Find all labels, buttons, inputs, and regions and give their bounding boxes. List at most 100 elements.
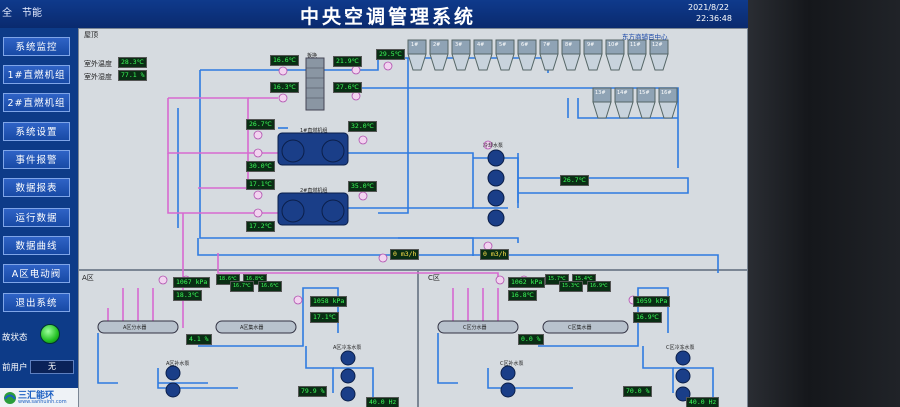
tower-label: 3# <box>455 42 463 48</box>
tower-label: 11# <box>630 42 641 48</box>
flow-rate-2: 0 m3/h <box>480 249 510 260</box>
tower-label: 12# <box>652 42 663 48</box>
zone-a-t2: 16.8℃ <box>243 274 267 285</box>
tower-temp-value: 29.5℃ <box>376 49 405 60</box>
exchanger-temp-right-1: 21.9℃ <box>333 56 362 67</box>
plate-exchanger-label: 板换 <box>307 53 318 59</box>
tower-label: 1# <box>411 42 419 48</box>
zone-c-region <box>418 270 748 407</box>
monitor-bezel <box>748 0 900 407</box>
header-bar: 全 节能 中央空调管理系统 2021/8/22 22:36:48 <box>0 0 748 28</box>
zone-c-temp: 16.8℃ <box>508 290 537 301</box>
nav-chiller2-button[interactable]: 2#直燃机组 <box>3 93 70 112</box>
zone-c-valve-percent: 0.0 % <box>518 334 544 345</box>
zone-a-temp-2: 17.1℃ <box>310 312 339 323</box>
chiller2-outlet-temp: 17.2℃ <box>246 221 275 232</box>
status-label: 故状态 <box>2 333 28 343</box>
current-user-value: 无 <box>30 360 74 374</box>
date-display: 2021/8/22 <box>688 3 730 12</box>
zone-c-label: C区 <box>428 274 440 282</box>
tower-label: 8# <box>565 42 573 48</box>
zone-a-label: A区 <box>82 274 94 282</box>
nav-data-curve-button[interactable]: 数据曲线 <box>3 236 70 255</box>
zone-c-t4: 16.9℃ <box>587 281 611 292</box>
left-nav-panel: 系统监控 1#直燃机组 2#直燃机组 系统设置 事件报警 数据报表 运行数据 数… <box>0 28 78 407</box>
cooling-water-temp: 26.7℃ <box>560 175 589 186</box>
exchanger-temp-left-2: 16.3℃ <box>270 82 299 93</box>
nav-system-settings-button[interactable]: 系统设置 <box>3 122 70 141</box>
piping-diagram <box>97 39 719 402</box>
chiller1-outlet-temp: 30.0℃ <box>246 161 275 172</box>
zone-c-percent: 70.0 % <box>623 386 653 397</box>
roof-label: 屋顶 <box>84 31 98 39</box>
zone-c-collector-label: C区集水器 <box>568 325 592 331</box>
menu-item-all[interactable]: 全 <box>2 8 12 19</box>
zone-a-pressure: 1067 kPa <box>173 277 211 288</box>
exchanger-temp-left-1: 16.6℃ <box>270 55 299 66</box>
zone-c-t1: 15.7℃ <box>545 274 569 285</box>
menu-item-energy[interactable]: 节能 <box>22 8 42 19</box>
logo-name: 三汇能环 <box>18 391 55 401</box>
nav-run-data-button[interactable]: 运行数据 <box>3 208 70 227</box>
tower-label: 16# <box>661 90 672 96</box>
nav-zone-a-valve-button[interactable]: A区电动阀 <box>3 264 70 283</box>
chiller1-outlet-temp-right: 32.0℃ <box>348 121 377 132</box>
outdoor-humidity-value: 77.1 % <box>118 70 148 81</box>
tower-label: 6# <box>521 42 529 48</box>
chiller1-inlet-temp: 26.7℃ <box>246 119 275 130</box>
nav-chiller1-button[interactable]: 1#直燃机组 <box>3 65 70 84</box>
chiller2-inlet-temp: 17.1℃ <box>246 179 275 190</box>
tower-label: 13# <box>595 90 606 96</box>
tower-label: 7# <box>543 42 551 48</box>
nav-exit-button[interactable]: 退出系统 <box>3 293 70 312</box>
company-logo: 三汇能环 www.sanhuinh.com <box>0 388 78 407</box>
outdoor-humidity-label: 室外湿度 <box>84 73 112 81</box>
zone-a-makeup-pump-label: A区补水泵 <box>166 361 190 367</box>
nav-system-monitor-button[interactable]: 系统监控 <box>3 37 70 56</box>
zone-c-t2: 15.4℃ <box>572 274 596 285</box>
zone-c-frequency: 40.0 Hz <box>686 397 720 407</box>
zone-a-pressure-2: 1058 kPa <box>310 296 348 307</box>
logo-icon <box>4 392 16 404</box>
system-diagram: 屋顶 室外温度 28.3℃ 室外湿度 77.1 % 29.5℃ 东方商铺百中心 … <box>78 28 748 407</box>
chiller1-label: 1#直燃机组 <box>300 128 328 134</box>
tower-label: 4# <box>477 42 485 48</box>
chiller2-outlet-temp-right: 35.0℃ <box>348 181 377 192</box>
tower-label: 14# <box>617 90 628 96</box>
zone-c-pressure-2: 1059 kPa <box>633 296 671 307</box>
zone-a-chilled-pump-label: A区冷冻水泵 <box>333 345 362 351</box>
user-label: 前用户 <box>2 363 28 373</box>
chiller2-label: 2#直燃机组 <box>300 188 328 194</box>
time-display: 22:36:48 <box>696 14 732 23</box>
zone-a-collector-label: A区集水器 <box>240 325 264 331</box>
tower-label: 10# <box>608 42 619 48</box>
tower-label: 15# <box>639 90 650 96</box>
cooling-pump-label: 冷却水泵 <box>483 143 504 149</box>
zone-c-t3: 15.3℃ <box>559 281 583 292</box>
status-indicator-light <box>40 324 60 344</box>
tower-label: 5# <box>499 42 507 48</box>
monitor-screen: 全 节能 中央空调管理系统 2021/8/22 22:36:48 系统监控 1#… <box>0 0 770 407</box>
outdoor-temp-value: 28.3℃ <box>118 57 147 68</box>
nav-event-alarm-button[interactable]: 事件报警 <box>3 150 70 169</box>
zone-a-distributor-label: A区分水器 <box>123 325 147 331</box>
zone-a-t3: 16.7℃ <box>230 281 254 292</box>
zone-a-valve-percent: 4.1 % <box>186 334 212 345</box>
zone-a-percent: 79.9 % <box>298 386 328 397</box>
zone-a-t4: 16.6℃ <box>258 281 282 292</box>
tower-label: 9# <box>587 42 595 48</box>
site-name: 东方商铺百中心 <box>622 33 668 41</box>
zone-a-temp: 18.3℃ <box>173 290 202 301</box>
tower-label: 2# <box>433 42 441 48</box>
zone-c-temp-2: 16.9℃ <box>633 312 662 323</box>
zone-c-chilled-pump-label: C区冷冻水泵 <box>666 345 695 351</box>
logo-url: www.sanhuinh.com <box>18 399 67 405</box>
zone-a-region <box>78 270 418 407</box>
exchanger-temp-right-2: 27.6℃ <box>333 82 362 93</box>
zone-a-t1: 18.6℃ <box>216 274 240 285</box>
nav-data-report-button[interactable]: 数据报表 <box>3 178 70 197</box>
zone-c-distributor-label: C区分水器 <box>463 325 487 331</box>
zone-c-pressure: 1062 kPa <box>508 277 546 288</box>
zone-a-frequency: 40.0 Hz <box>366 397 400 407</box>
zone-c-makeup-pump-label: C区补水泵 <box>500 361 524 367</box>
